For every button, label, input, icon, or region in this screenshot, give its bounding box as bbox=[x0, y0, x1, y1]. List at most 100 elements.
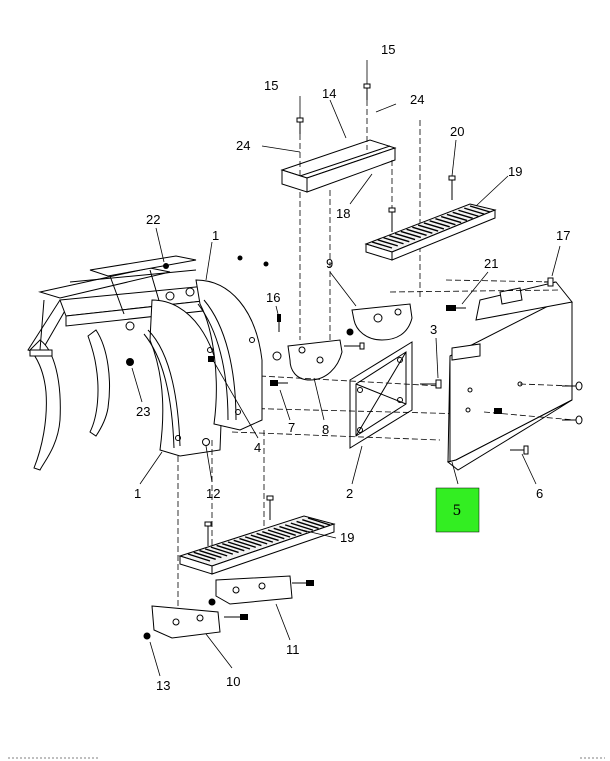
bracket-14 bbox=[280, 139, 397, 193]
callout-23: 23 bbox=[136, 404, 150, 419]
tread-slot bbox=[187, 553, 211, 562]
bolt-3 bbox=[420, 379, 442, 389]
step-19-upper-tread bbox=[371, 205, 491, 249]
tread-slot bbox=[412, 226, 433, 234]
washer-12 bbox=[202, 438, 210, 446]
washer-8 bbox=[272, 351, 282, 361]
bolt-10 bbox=[224, 614, 248, 620]
callout-15-left: 15 bbox=[264, 78, 278, 93]
fender-panel-1 bbox=[143, 279, 263, 457]
bolt-8-side bbox=[344, 342, 365, 350]
bolt-19-upper bbox=[388, 207, 396, 232]
callout-1-top: 1 bbox=[212, 228, 219, 243]
tread-slot bbox=[204, 548, 228, 557]
tread-slot bbox=[233, 539, 256, 548]
callout-8: 8 bbox=[322, 422, 329, 437]
bolt-11 bbox=[292, 580, 314, 586]
callout-16: 16 bbox=[266, 290, 280, 305]
nut-housing bbox=[494, 408, 502, 414]
callout-12: 12 bbox=[206, 486, 220, 501]
bracket-11 bbox=[215, 575, 293, 605]
tread-slot bbox=[284, 524, 308, 533]
callout-4: 4 bbox=[254, 440, 261, 455]
callout-20: 20 bbox=[450, 124, 464, 139]
tread-slot bbox=[452, 211, 473, 220]
bolt-housing-a bbox=[562, 381, 583, 391]
tread-slot bbox=[389, 234, 410, 243]
tread-slot bbox=[469, 205, 491, 213]
bolt-20 bbox=[448, 175, 456, 200]
callout-labels: 15 15 14 24 24 20 19 18 22 1 17 9 21 16 … bbox=[134, 42, 570, 693]
step-19-lower-tread bbox=[187, 517, 331, 562]
tread-slot bbox=[262, 531, 285, 540]
tread-slot bbox=[239, 537, 262, 547]
screw-15-right bbox=[363, 83, 371, 100]
tread-slot bbox=[273, 527, 296, 536]
bolt-17 bbox=[544, 277, 554, 287]
highlight-callout-5[interactable]: 5 bbox=[435, 487, 480, 533]
bracket-8 bbox=[287, 339, 343, 381]
callout-3: 3 bbox=[430, 322, 437, 337]
highlight-label: 5 bbox=[453, 503, 462, 519]
tread-slot bbox=[302, 519, 325, 528]
housing-5 bbox=[446, 281, 573, 471]
bolt-housing-b bbox=[562, 415, 583, 425]
callout-13: 13 bbox=[156, 678, 170, 693]
callout-7: 7 bbox=[288, 420, 295, 435]
bracket-10 bbox=[151, 605, 221, 639]
tread-slot bbox=[417, 224, 439, 232]
bolt-7 bbox=[270, 380, 288, 386]
bolt-19-lower-b bbox=[204, 521, 212, 546]
tread-slot bbox=[296, 520, 319, 530]
tread-slot bbox=[256, 532, 279, 542]
tread-slot bbox=[383, 237, 404, 245]
bracket-9 bbox=[351, 303, 413, 341]
tread-slot bbox=[227, 541, 251, 550]
tread-slot bbox=[429, 220, 450, 228]
tread-slot bbox=[406, 228, 427, 236]
tread-slot bbox=[394, 232, 416, 241]
tread-slot bbox=[250, 534, 274, 543]
callout-10: 10 bbox=[226, 674, 240, 689]
leader-lines bbox=[131, 60, 561, 677]
nut-9 bbox=[346, 328, 354, 336]
nut-11 bbox=[208, 598, 216, 606]
callout-19-upper: 19 bbox=[508, 164, 522, 179]
callout-19-lower: 19 bbox=[340, 530, 354, 545]
callout-18: 18 bbox=[336, 206, 350, 221]
tread-slot bbox=[244, 536, 268, 545]
tread-slot bbox=[400, 230, 422, 239]
callout-15-right: 15 bbox=[381, 42, 395, 57]
callout-9: 9 bbox=[326, 256, 333, 271]
tread-slot bbox=[446, 213, 468, 222]
callout-17: 17 bbox=[556, 228, 570, 243]
highlight-box[interactable] bbox=[435, 487, 480, 533]
bolt-19-lower-a bbox=[266, 495, 274, 520]
bolt-16 bbox=[277, 314, 281, 332]
washer-23 bbox=[126, 358, 134, 366]
tread-slot bbox=[222, 543, 245, 552]
callout-24-right: 24 bbox=[410, 92, 424, 107]
tread-slot bbox=[216, 544, 239, 554]
tread-slot bbox=[199, 549, 222, 559]
callout-22: 22 bbox=[146, 212, 160, 227]
tread-slot bbox=[377, 239, 398, 247]
screw-15-left bbox=[296, 117, 304, 134]
tread-slot bbox=[423, 222, 445, 230]
callout-2: 2 bbox=[346, 486, 353, 501]
tread-slot bbox=[193, 551, 216, 560]
tread-slot bbox=[371, 241, 393, 249]
bolt-4 bbox=[208, 356, 214, 362]
nut-22 bbox=[163, 263, 169, 269]
washer-13 bbox=[143, 632, 151, 640]
callout-24-left: 24 bbox=[236, 138, 250, 153]
tread-slot bbox=[464, 207, 485, 215]
frame-bolts bbox=[237, 255, 269, 267]
callout-6: 6 bbox=[536, 486, 543, 501]
tread-slot bbox=[307, 517, 331, 526]
tread-slot bbox=[458, 209, 479, 217]
callout-1-bottom: 1 bbox=[134, 486, 141, 501]
bolt-6 bbox=[510, 445, 529, 455]
tread-slot bbox=[440, 215, 462, 224]
